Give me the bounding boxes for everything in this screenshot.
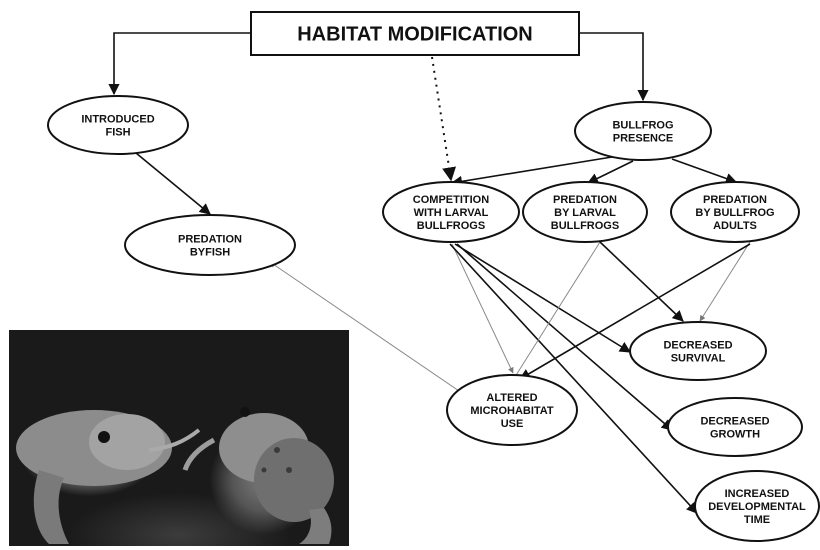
edge-predation-larval-to-altered-microhabitat bbox=[512, 241, 601, 381]
node-competition-outline bbox=[382, 181, 520, 243]
edge-predation-larval-to-decreased-survival bbox=[599, 241, 684, 322]
node-competition-label-line: COMPETITION bbox=[413, 194, 489, 206]
node-altered-microhabitat-label-line: MICROHABITAT bbox=[470, 405, 554, 417]
node-decreased-growth-label-line: DECREASED bbox=[700, 416, 769, 428]
edge-competition-to-decreased-growth bbox=[456, 243, 673, 431]
edge-title-to-bullfrog-presence bbox=[579, 32, 649, 102]
edge-bullfrog-presence-to-competition bbox=[450, 156, 613, 187]
edge-bullfrog-presence-to-predation-adults bbox=[671, 158, 738, 184]
frog-photo bbox=[9, 330, 349, 546]
node-decreased-survival-outline bbox=[629, 321, 767, 381]
node-increased-developmental-label-line: INCREASED bbox=[725, 488, 790, 500]
node-introduced-fish-label-line: FISH bbox=[105, 127, 130, 139]
frog-illustration bbox=[16, 407, 334, 544]
node-decreased-growth-label-line: GROWTH bbox=[710, 429, 760, 441]
node-bullfrog-presence-outline bbox=[574, 101, 712, 161]
edges-layer bbox=[108, 32, 751, 514]
edge-competition-to-increased-developmental bbox=[449, 243, 698, 514]
node-predation-larval-label-line: PREDATION bbox=[553, 194, 617, 206]
node-increased-developmental-label-line: DEVELOPMENTAL bbox=[708, 501, 806, 513]
title-box-outline bbox=[250, 11, 580, 56]
node-predation-larval-label-line: BY LARVAL bbox=[554, 207, 616, 219]
node-predation-larval-label-line: BULLFROGS bbox=[551, 220, 619, 232]
node-increased-developmental-outline bbox=[694, 470, 820, 542]
node-introduced-fish-label-line: INTRODUCED bbox=[81, 114, 154, 126]
node-bullfrog-presence-label-line: PRESENCE bbox=[613, 133, 674, 145]
edge-title-to-competition bbox=[431, 56, 456, 182]
node-decreased-survival-label-line: DECREASED bbox=[663, 340, 732, 352]
node-predation-larval-outline bbox=[522, 181, 648, 243]
node-altered-microhabitat-label-line: USE bbox=[501, 418, 524, 430]
node-decreased-growth-outline bbox=[667, 397, 803, 457]
node-altered-microhabitat-outline bbox=[446, 374, 578, 446]
node-predation-by-fish-outline bbox=[124, 214, 296, 276]
edge-predation-adults-to-altered-microhabitat bbox=[699, 241, 751, 322]
title-box: HABITAT MODIFICATION bbox=[250, 11, 580, 56]
title-text: HABITAT MODIFICATION bbox=[297, 24, 533, 46]
node-decreased-survival-label-line: SURVIVAL bbox=[671, 353, 726, 365]
node-predation-adults-label-line: PREDATION bbox=[703, 194, 767, 206]
node-competition-label-line: WITH LARVAL bbox=[414, 207, 489, 219]
node-predation-adults-outline bbox=[670, 181, 800, 243]
edge-introduced-fish-to-predation-by-fish bbox=[135, 152, 211, 215]
node-predation-by-fish-label-line: PREDATION bbox=[178, 234, 242, 246]
node-introduced-fish-outline bbox=[47, 95, 189, 155]
node-predation-adults-label-line: ADULTS bbox=[713, 220, 757, 232]
edge-title-to-introduced-fish bbox=[108, 32, 251, 96]
node-predation-adults-label-line: BY BULLFROG bbox=[695, 207, 774, 219]
node-competition-label-line: BULLFROGS bbox=[417, 220, 485, 232]
edge-competition-to-decreased-survival bbox=[454, 243, 631, 353]
node-altered-microhabitat-label-line: ALTERED bbox=[486, 392, 537, 404]
edge-competition-to-altered-microhabitat bbox=[451, 243, 514, 374]
edge-bullfrog-presence-to-predation-larval bbox=[586, 160, 634, 184]
edge-altered-microhabitat-to-predation-by-fish bbox=[269, 261, 463, 394]
edge-predation-adults-to-decreased-survival bbox=[519, 243, 751, 380]
node-increased-developmental-label-line: TIME bbox=[744, 514, 770, 526]
node-predation-by-fish-label-line: BYFISH bbox=[190, 247, 230, 259]
node-bullfrog-presence-label-line: BULLFROG bbox=[612, 120, 673, 132]
